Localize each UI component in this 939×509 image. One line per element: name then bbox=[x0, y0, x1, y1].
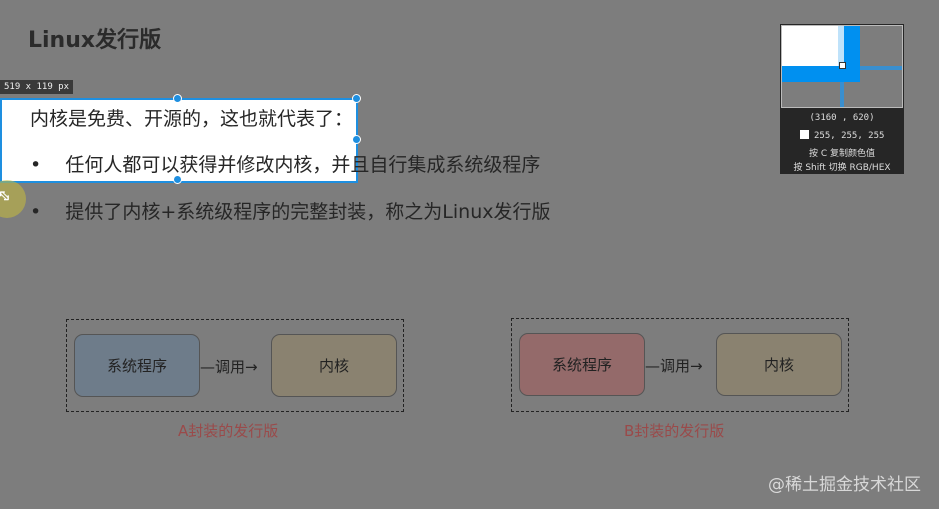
color-picker-magnifier: (3160 , 620) 255, 255, 255 按 C 复制颜色值 按 S… bbox=[780, 24, 904, 174]
resize-handle[interactable] bbox=[352, 135, 361, 144]
rgb-text: 255, 255, 255 bbox=[813, 131, 885, 141]
call-arrow: —调用→ bbox=[645, 357, 703, 375]
magnifier-view bbox=[781, 25, 903, 108]
resize-handle[interactable] bbox=[173, 94, 182, 103]
watermark: @稀土掘金技术社区 bbox=[768, 475, 921, 495]
selection-rectangle[interactable] bbox=[0, 94, 361, 184]
intro-text: 内核是免费、开源的，这也就代表了： bbox=[30, 108, 354, 130]
resize-handle[interactable] bbox=[352, 94, 361, 103]
kernel-box: 内核 bbox=[271, 334, 397, 397]
system-programs-box: 系统程序 bbox=[74, 334, 200, 397]
bullet-text: 任何人都可以获得并修改内核，并且自行集成系统级程序 bbox=[65, 154, 541, 176]
call-arrow: —调用→ bbox=[200, 358, 258, 376]
distro-a-frame bbox=[66, 319, 404, 412]
bullet-item: • 提供了内核+系统级程序的完整封装，称之为Linux发行版 bbox=[30, 201, 551, 223]
color-value: 255, 255, 255 bbox=[780, 130, 904, 141]
distro-b-frame bbox=[511, 318, 849, 412]
bullet-item: • 任何人都可以获得并修改内核，并且自行集成系统级程序 bbox=[30, 154, 541, 176]
copy-hint: 按 C 复制颜色值 bbox=[808, 149, 875, 159]
kernel-box: 内核 bbox=[716, 333, 842, 396]
distro-b-caption: B封装的发行版 bbox=[624, 422, 725, 440]
bullet-text: 提供了内核+系统级程序的完整封装，称之为Linux发行版 bbox=[65, 201, 551, 223]
distro-a-caption: A封装的发行版 bbox=[178, 422, 279, 440]
resize-handle[interactable] bbox=[173, 175, 182, 184]
cursor-coords: (3160 , 620) bbox=[809, 113, 875, 123]
selection-size-label: 519 x 119 px bbox=[0, 80, 74, 94]
switch-hint: 按 Shift 切换 RGB/HEX bbox=[793, 163, 891, 173]
system-programs-box: 系统程序 bbox=[519, 333, 645, 396]
page-title: Linux发行版 bbox=[28, 28, 162, 53]
color-swatch bbox=[799, 130, 809, 139]
